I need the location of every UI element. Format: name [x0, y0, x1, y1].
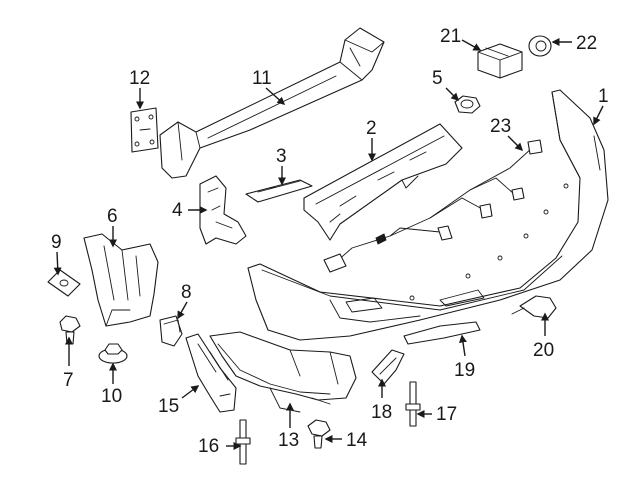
callout-18: 18 [371, 402, 392, 423]
side-bracket-left [199, 175, 247, 245]
callout-12: 12 [129, 68, 150, 89]
callout-11: 11 [252, 68, 272, 89]
callout-22: 22 [576, 33, 597, 54]
callout-14: 14 [346, 430, 368, 451]
nut [454, 95, 481, 114]
wiring-harness [323, 139, 543, 273]
callout-1: 1 [598, 86, 609, 107]
callout-19: 19 [454, 360, 475, 381]
callout-17: 17 [436, 404, 457, 425]
grommet [528, 35, 552, 57]
nut-plate [47, 269, 81, 297]
lower-valance [209, 331, 357, 413]
clip [159, 315, 183, 347]
bolt [59, 315, 81, 345]
callout-20: 20 [533, 340, 554, 361]
corner-bracket [185, 333, 237, 413]
side-bracket-outer [83, 233, 159, 327]
callout-leaders [53, 38, 604, 450]
callout-21: 21 [440, 26, 461, 47]
energy-absorber [303, 123, 463, 241]
callout-16: 16 [198, 436, 219, 457]
callout-6: 6 [107, 206, 118, 227]
stud-17 [405, 381, 421, 427]
callout-8: 8 [181, 282, 192, 303]
callout-10: 10 [101, 386, 122, 407]
callout-13: 13 [278, 430, 299, 451]
tow-hook-cover [511, 295, 557, 319]
flange-nut [98, 343, 128, 364]
mounting-plate [130, 107, 159, 153]
callout-4: 4 [172, 200, 183, 221]
callout-labels: 1 2 3 4 5 6 7 8 9 10 11 12 13 14 15 16 1… [51, 26, 609, 457]
reinforcement-beam [159, 27, 385, 179]
callout-15: 15 [158, 396, 179, 417]
guide-bracket [371, 349, 405, 385]
callout-23: 23 [490, 116, 511, 137]
callout-2: 2 [366, 118, 377, 139]
sensor-bracket [477, 43, 523, 79]
callout-9: 9 [51, 232, 62, 253]
callout-3: 3 [276, 146, 287, 167]
trim-strip [403, 321, 481, 345]
callout-7: 7 [63, 370, 74, 391]
callout-5: 5 [432, 68, 443, 89]
bolt-14 [307, 419, 331, 449]
bracket-small [245, 179, 313, 203]
stud-16 [235, 419, 251, 465]
bumper-cover [247, 89, 609, 341]
